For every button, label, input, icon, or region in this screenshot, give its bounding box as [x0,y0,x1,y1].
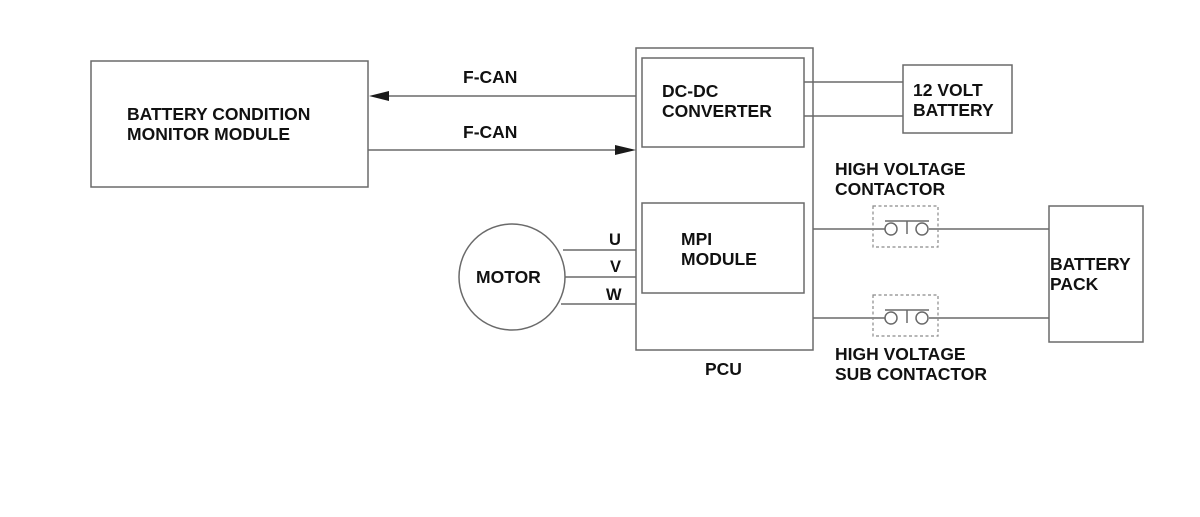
hv-contactor-label-line1: HIGH VOLTAGE [835,159,966,179]
bcm-label-line2: MONITOR MODULE [127,124,290,144]
battery-pack-label-line2: PACK [1050,274,1099,294]
mpi-label-line1: MPI [681,229,712,249]
dcdc-label-line2: CONVERTER [662,101,772,121]
fcan-arrow-right [615,145,636,155]
battery-12v-label-line1: 12 VOLT [913,80,983,100]
motor-label: MOTOR [476,267,541,287]
battery-12v-label-line2: BATTERY [913,100,994,120]
hv-sub-contactor-label-line2: SUB CONTACTOR [835,364,987,384]
hv-contactor-label-line2: CONTACTOR [835,179,946,199]
hv-sub-contactor-label-line1: HIGH VOLTAGE [835,344,966,364]
mpi-label-line2: MODULE [681,249,757,269]
phase-w-label: W [606,286,622,304]
battery-12v-box [902,64,1013,134]
mpi-box [641,202,805,294]
dcdc-box [641,57,805,148]
fcan-arrow-left [369,91,389,101]
fcan-label-bottom: F-CAN [463,122,517,142]
dcdc-label-line1: DC-DC [662,81,719,101]
fcan-label-top: F-CAN [463,67,517,87]
bcm-box [90,60,369,188]
battery-pack-box [1048,205,1144,343]
bcm-label-line1: BATTERY CONDITION [127,104,310,124]
battery-pack-label-line1: BATTERY [1050,254,1131,274]
pcu-label: PCU [705,359,742,379]
phase-v-label: V [610,258,621,276]
hv-contactor-switch-icon [872,205,939,248]
phase-u-label: U [609,231,621,249]
hv-sub-contactor-switch-icon [872,294,939,337]
